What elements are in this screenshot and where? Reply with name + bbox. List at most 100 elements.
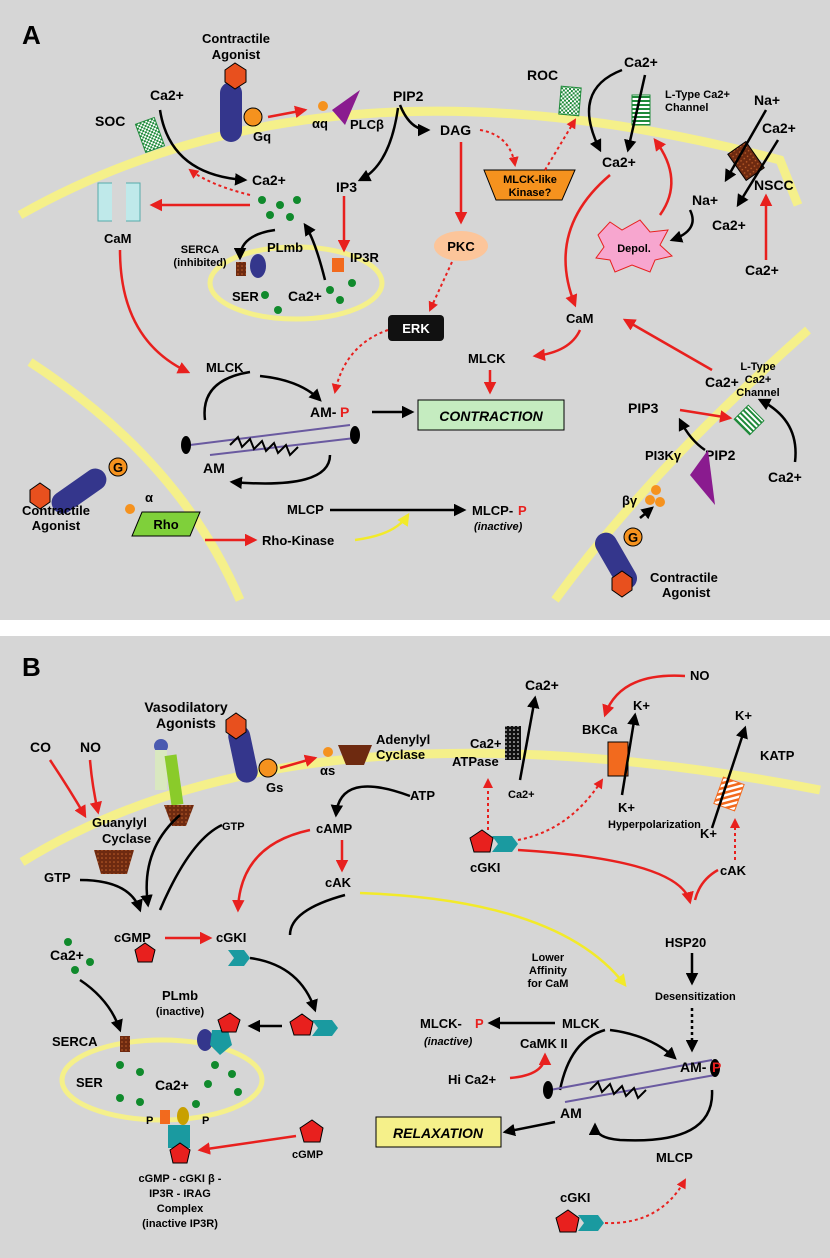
plasma-membrane-left	[27, 358, 245, 602]
ca-cytosol-b-label: Ca2+	[50, 947, 84, 963]
contraction-label: CONTRACTION	[439, 408, 543, 424]
vasodilatory-label-2: Agonists	[156, 715, 216, 731]
ser-membrane	[207, 244, 385, 322]
panel-b-letter: B	[22, 652, 41, 682]
ip3r-channel	[332, 258, 344, 272]
complex-label-1: cGMP - cGKI β -	[139, 1173, 222, 1185]
cam-left	[97, 178, 141, 226]
camk-label: CaMK II	[520, 1036, 568, 1051]
cgmp-bottom-label: cGMP	[292, 1149, 323, 1161]
mlck-right-label: MLCK	[468, 351, 506, 366]
gq-label: Gq	[253, 129, 271, 144]
panel-a: A Contractile Agonist Gq αq PLCβ PIP2 SO…	[0, 0, 830, 620]
pkc-oval	[434, 231, 488, 261]
pip3-label: PIP3	[628, 400, 659, 416]
alpha-s-label: αs	[320, 763, 335, 778]
cam-right-label: CaM	[566, 311, 593, 326]
mlcp-label: MLCP	[287, 502, 324, 517]
cak-label: cAK	[325, 875, 352, 890]
contractile-agonist-right-label: Contractile	[650, 570, 718, 585]
relaxation-box	[375, 1116, 502, 1148]
cgmp-bottom-icon	[299, 1119, 324, 1143]
na-in-label: Na+	[692, 192, 718, 208]
pip2-right-label: PIP2	[705, 447, 736, 463]
cgmp-cgki-complex	[289, 1013, 338, 1036]
alpha-left-label: α	[145, 490, 153, 505]
panel-b: B Vasodilatory Agonists CO NO Guanylyl C…	[0, 636, 830, 1258]
guanylyl-label: Guanylyl	[92, 815, 147, 830]
k-in-1-label: K+	[618, 800, 635, 815]
nscc-label: NSCC	[754, 177, 794, 193]
cgki-bottom-label: cGKI	[560, 1190, 590, 1205]
cgki-icon	[228, 950, 250, 966]
mlcp-inactive-label: (inactive)	[474, 521, 523, 533]
serca-pump	[236, 262, 246, 276]
l-type-2-label: L-Type	[740, 361, 775, 373]
soluble-guanylyl-cyclase	[94, 850, 134, 874]
ser-b-label: SER	[76, 1075, 103, 1090]
beta-gamma	[645, 485, 665, 507]
cgki-top-label: cGKI	[470, 860, 500, 875]
ca-lt2-label: Ca2+	[705, 374, 739, 390]
am-label: AM	[203, 460, 225, 476]
cgki-label: cGKI	[216, 930, 246, 945]
cgmp-icon	[134, 942, 156, 963]
ser-label: SER	[232, 289, 259, 304]
panel-separator	[0, 620, 830, 636]
plasma-membrane-top	[17, 106, 803, 219]
k-in-2-label: K+	[700, 826, 717, 841]
adenylyl-label: Adenylyl	[376, 732, 430, 747]
contractile-agonist-right-label-2: Agonist	[662, 585, 711, 600]
erk-label: ERK	[402, 321, 430, 336]
complex-label-4: (inactive IP3R)	[142, 1218, 218, 1230]
alpha-q-label: αq	[312, 116, 328, 131]
ser-ca-b-label: Ca2+	[155, 1077, 189, 1093]
adenylyl-cyclase-label: Cyclase	[376, 747, 425, 762]
pkc-label: PKC	[447, 239, 475, 254]
pi3k-shape	[690, 450, 715, 505]
hsp20-label: HSP20	[665, 935, 706, 950]
irag-complex	[160, 1107, 191, 1164]
irag-p-right: P	[202, 1115, 209, 1127]
ca-dots-cytosol	[258, 196, 301, 221]
l-type-channel-2	[733, 404, 765, 436]
rho-label: Rho	[153, 517, 178, 532]
mlck-b-label: MLCK	[562, 1016, 600, 1031]
l-type-2-label-3: Channel	[736, 387, 779, 399]
gs-label: Gs	[266, 780, 283, 795]
pi3k-label: PI3Kγ	[645, 448, 682, 463]
l-type-label: L-Type Ca2+	[665, 89, 730, 101]
gq-receptor	[220, 62, 360, 142]
mlcp-p-label: MLCP-	[472, 503, 513, 518]
k-out-2-label: K+	[735, 708, 752, 723]
plmb-protein	[250, 254, 266, 278]
g-receptor-right	[595, 527, 643, 598]
serca-b-label: SERCA	[52, 1034, 98, 1049]
serca-inhibited-label: SERCA	[181, 244, 220, 256]
ca-top-label: Ca2+	[624, 54, 658, 70]
ca-dots-ser	[261, 279, 356, 314]
phospho-p-label: P	[340, 404, 349, 420]
am-b-label: AM	[560, 1105, 582, 1121]
actomyosin-b	[543, 1059, 720, 1103]
bkca-label: BKCa	[582, 722, 618, 737]
irag-p-left: P	[146, 1115, 153, 1127]
ip3-label: IP3	[336, 179, 357, 195]
ser-ca-label: Ca2+	[288, 288, 322, 304]
l-type-2-label-2: Ca2+	[745, 374, 772, 386]
ca-nscc-label: Ca2+	[762, 120, 796, 136]
k-out-1-label: K+	[633, 698, 650, 713]
contraction-box	[417, 399, 565, 431]
ca-lt2-in-label: Ca2+	[768, 469, 802, 485]
mlck-like-label-2: Kinase?	[509, 187, 552, 199]
depol-label: Depol.	[617, 243, 651, 255]
cak-right-label: cAK	[720, 863, 747, 878]
mlcp-b-label: MLCP	[656, 1150, 693, 1165]
mlck-p-inactive-label: (inactive)	[424, 1036, 473, 1048]
atp-label: ATP	[410, 788, 435, 803]
plmb-label: PLmb	[267, 240, 303, 255]
gtp-left-label: GTP	[44, 870, 71, 885]
gtp-right-label: GTP	[222, 821, 245, 833]
contractile-agonist-left-label-2: Agonist	[32, 518, 81, 533]
